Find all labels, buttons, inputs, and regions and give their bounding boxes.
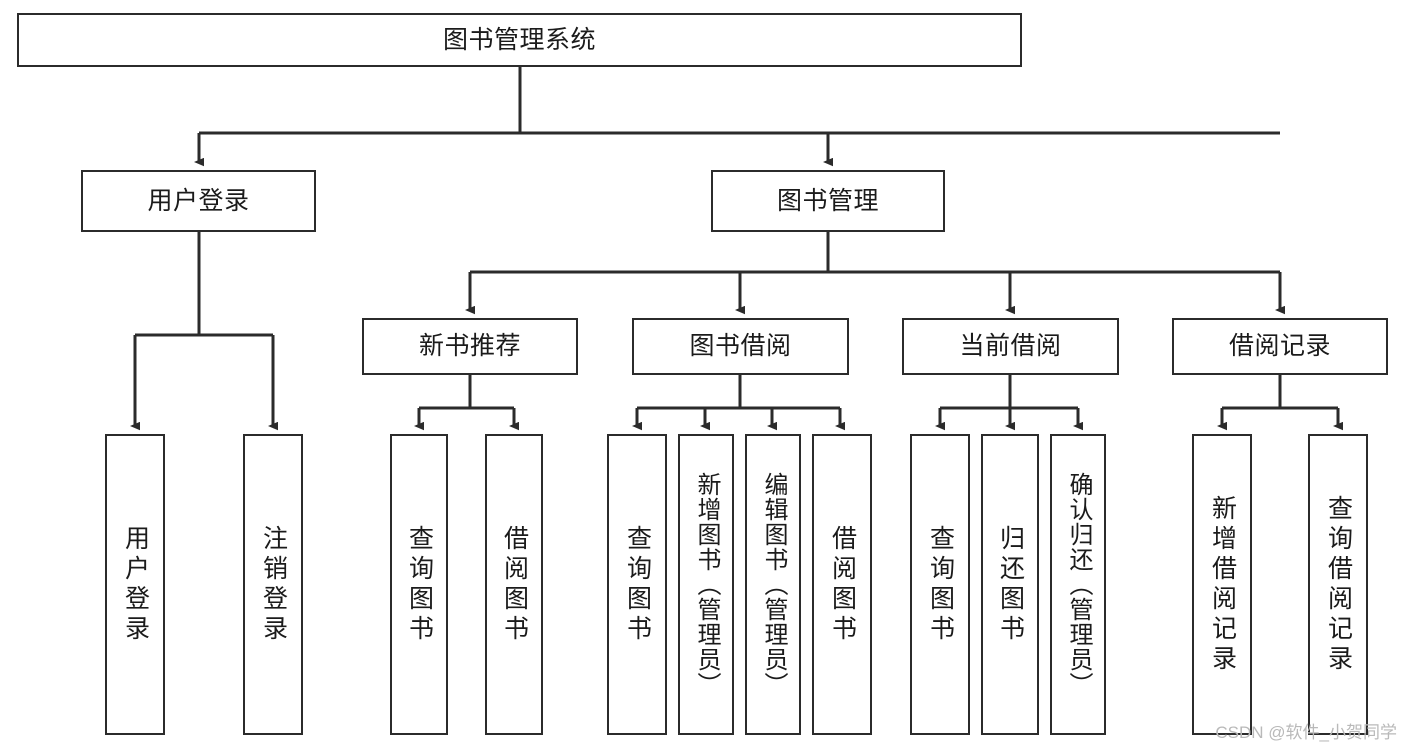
node-book-manage[interactable]: 图书管理	[711, 170, 945, 232]
leaf-logout-label: 注销登录	[259, 524, 288, 645]
leaf-borrow-book-label: 借阅图书	[828, 524, 857, 645]
leaf-user-login[interactable]: 用户登录	[105, 434, 165, 735]
node-user-login[interactable]: 用户登录	[81, 170, 316, 232]
leaf-logout[interactable]: 注销登录	[243, 434, 303, 735]
node-book-manage-label: 图书管理	[776, 186, 879, 215]
leaf-return-book[interactable]: 归还图书	[981, 434, 1039, 735]
node-current-borrow[interactable]: 当前借阅	[902, 318, 1119, 375]
leaf-edit-book-admin-label: 编辑图书（管理员）	[760, 472, 787, 697]
leaf-add-borrow-record-label: 新增借阅记录	[1208, 494, 1237, 675]
leaf-query-borrow-record-label: 查询借阅记录	[1324, 494, 1353, 675]
leaf-edit-book-admin[interactable]: 编辑图书（管理员）	[745, 434, 801, 735]
node-root[interactable]: 图书管理系统	[17, 13, 1022, 67]
leaf-query-book-borrow-label: 查询图书	[623, 524, 652, 645]
leaf-query-borrow-record[interactable]: 查询借阅记录	[1308, 434, 1368, 735]
node-current-borrow-label: 当前借阅	[959, 332, 1062, 361]
node-book-borrow[interactable]: 图书借阅	[632, 318, 849, 375]
node-new-book-recommend-label: 新书推荐	[418, 332, 521, 361]
leaf-borrow-book-newbook-label: 借阅图书	[500, 524, 529, 645]
leaf-query-book-current[interactable]: 查询图书	[910, 434, 970, 735]
node-borrow-record-label: 借阅记录	[1228, 332, 1331, 361]
leaf-add-book-admin[interactable]: 新增图书（管理员）	[678, 434, 734, 735]
node-root-label: 图书管理系统	[442, 25, 596, 54]
node-borrow-record[interactable]: 借阅记录	[1172, 318, 1388, 375]
leaf-borrow-book-newbook[interactable]: 借阅图书	[485, 434, 543, 735]
leaf-query-book-current-label: 查询图书	[926, 524, 955, 645]
leaf-add-borrow-record[interactable]: 新增借阅记录	[1192, 434, 1252, 735]
node-book-borrow-label: 图书借阅	[689, 332, 792, 361]
leaf-borrow-book[interactable]: 借阅图书	[812, 434, 872, 735]
leaf-confirm-return-admin-label: 确认归还（管理员）	[1065, 472, 1092, 697]
leaf-query-book-newbook-label: 查询图书	[405, 524, 434, 645]
leaf-query-book-borrow[interactable]: 查询图书	[607, 434, 667, 735]
csdn-watermark: CSDN @软件_小贺同学	[1215, 723, 1397, 742]
node-user-login-label: 用户登录	[147, 186, 250, 215]
leaf-query-book-newbook[interactable]: 查询图书	[390, 434, 448, 735]
leaf-add-book-admin-label: 新增图书（管理员）	[693, 472, 720, 697]
leaf-confirm-return-admin[interactable]: 确认归还（管理员）	[1050, 434, 1106, 735]
leaf-return-book-label: 归还图书	[996, 524, 1025, 645]
node-new-book-recommend[interactable]: 新书推荐	[362, 318, 578, 375]
leaf-user-login-label: 用户登录	[121, 524, 150, 645]
